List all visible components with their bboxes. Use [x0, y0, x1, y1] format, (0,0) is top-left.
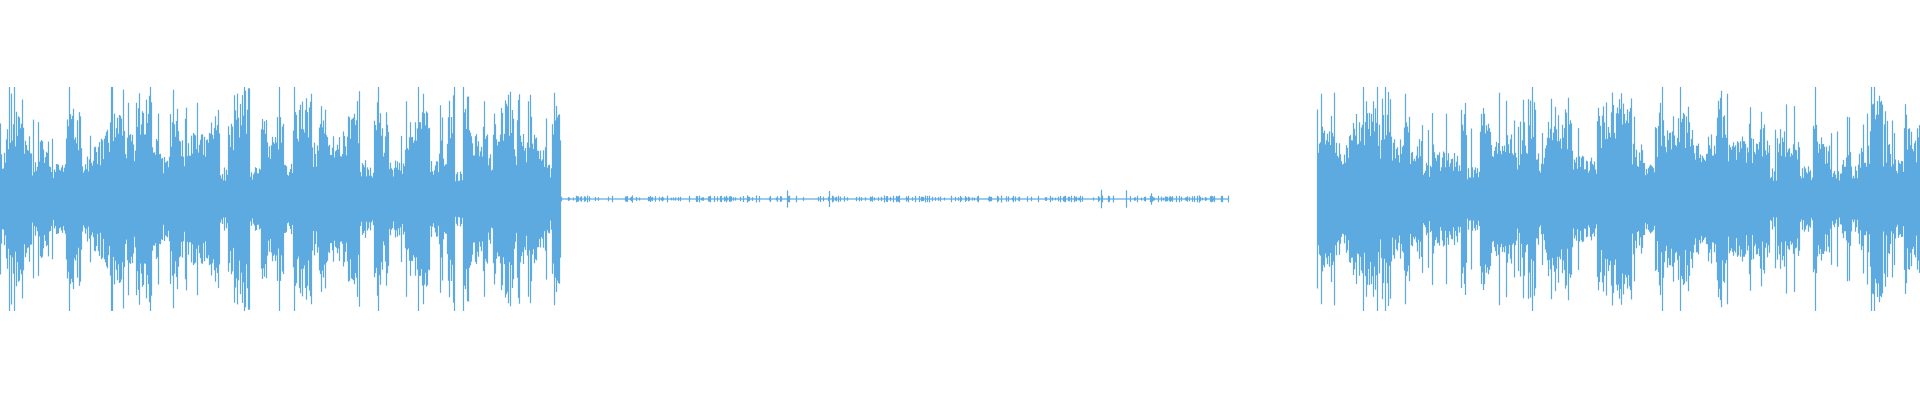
waveform-path [0, 87, 1920, 311]
